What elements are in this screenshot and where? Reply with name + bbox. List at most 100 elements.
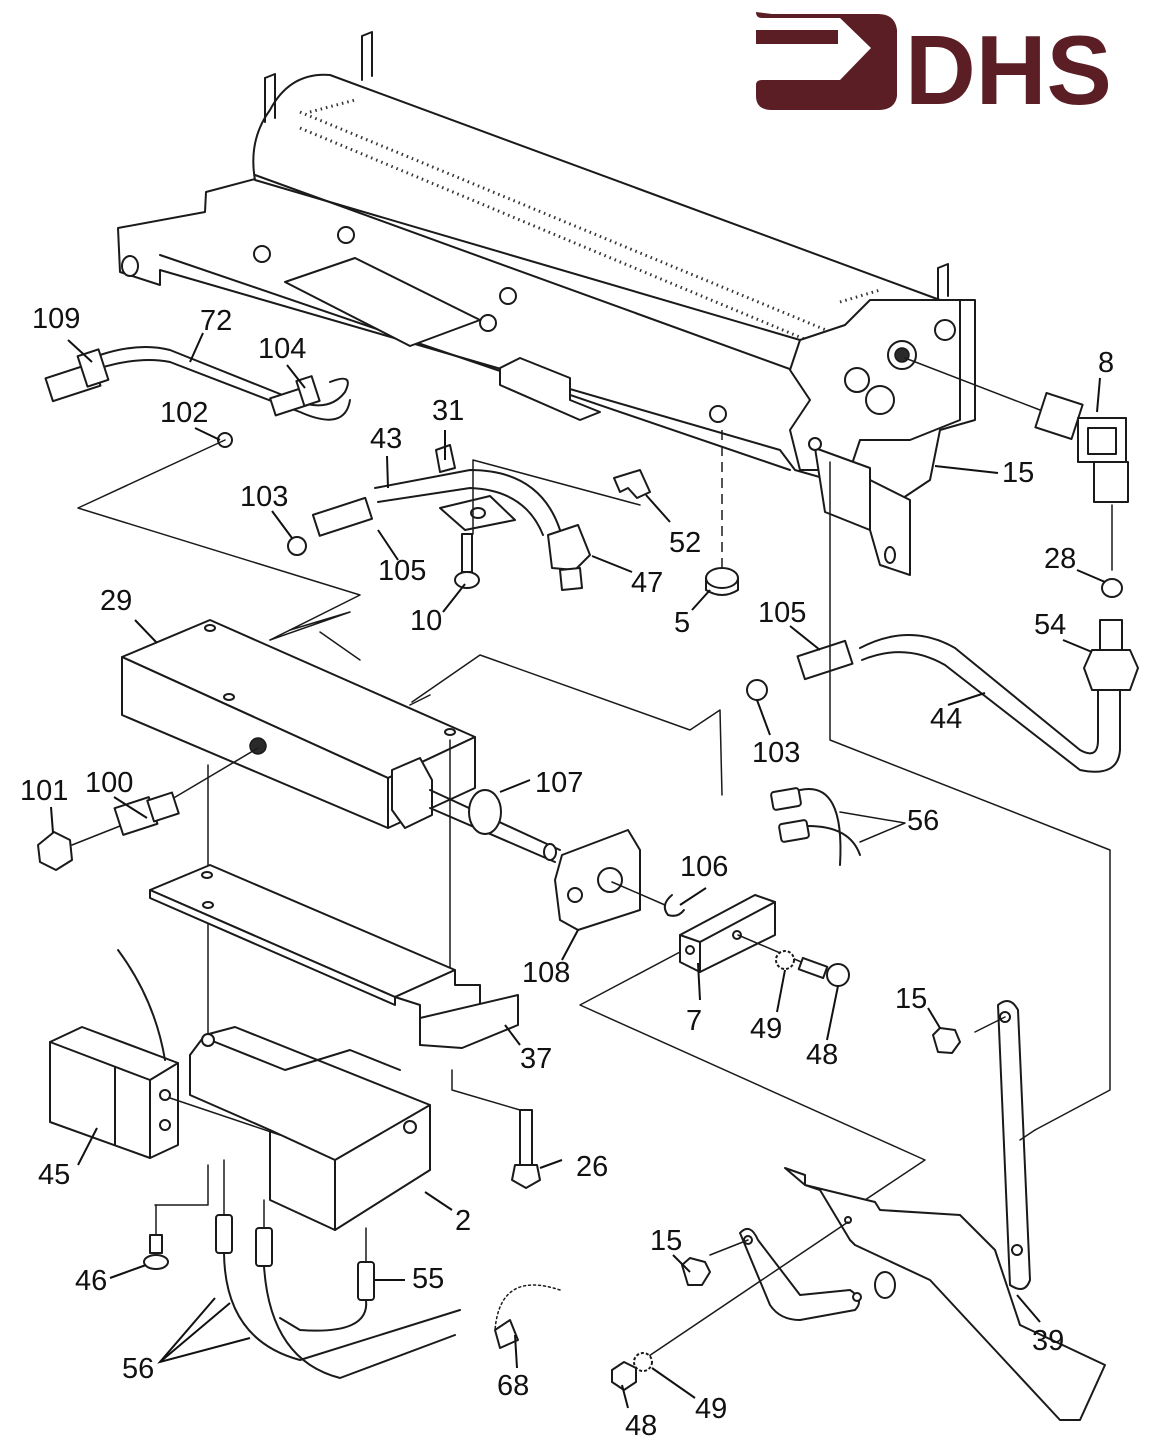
callout-49: 49	[750, 1013, 782, 1045]
pilot-tube	[99, 346, 349, 407]
callout-103: 103	[240, 481, 288, 513]
grommet-5-side	[705, 577, 739, 596]
module-mount-hole	[403, 1120, 417, 1134]
center-bracket	[499, 357, 601, 421]
burner-port-row-end	[309, 98, 356, 114]
callout-29: 29	[100, 585, 132, 617]
callout-48: 48	[625, 1410, 657, 1442]
bracket-top-face	[149, 864, 456, 998]
pilot-tube-43	[287, 444, 739, 596]
callout-103: 103	[752, 737, 800, 769]
wire-terminal	[215, 1214, 233, 1254]
block-7-edge	[679, 901, 776, 973]
screw-26-shank	[519, 1109, 533, 1166]
logo-arrow-mark	[756, 12, 897, 110]
module-housing-edges	[269, 1104, 431, 1231]
callout-55: 55	[412, 1263, 444, 1295]
ferrule-103	[746, 679, 768, 701]
burner-assembly	[117, 31, 976, 576]
callout-47: 47	[631, 567, 663, 599]
chain-pull-68	[494, 1319, 519, 1349]
end-plate-port	[934, 319, 956, 341]
cam-plate-bore	[597, 867, 623, 893]
assembly-line	[269, 611, 361, 661]
valve-stem-nut	[391, 757, 433, 829]
link-hole	[852, 1292, 862, 1302]
pilot-tube-72	[44, 346, 361, 641]
callout-labels: 109 72 104 102 31 43 103 105 10 47 52 5 …	[20, 303, 1114, 1442]
valve-manifold-29	[37, 611, 723, 1111]
callout-31: 31	[432, 395, 464, 427]
nut-47-stem	[559, 567, 583, 591]
callout-45: 45	[38, 1159, 70, 1191]
lockwasher-49	[633, 1352, 653, 1372]
burner-end-plate	[789, 299, 961, 471]
callout-108: 108	[522, 957, 570, 989]
gas-inlet-thread	[894, 347, 910, 363]
callout-68: 68	[497, 1370, 529, 1402]
callout-56: 56	[122, 1353, 154, 1385]
end-plate-port	[865, 385, 895, 415]
clip-52	[613, 469, 651, 499]
assembly-line	[169, 1097, 281, 1136]
gas-tube-44	[859, 634, 1099, 755]
battery-terminal	[159, 1119, 171, 1131]
callout-56: 56	[907, 805, 939, 837]
callout-52: 52	[669, 527, 701, 559]
assembly-line	[579, 934, 926, 1211]
assembly-line	[904, 357, 1041, 411]
assembly-line	[154, 1159, 367, 1263]
spring-107	[468, 789, 502, 835]
lockwasher-49	[775, 950, 795, 970]
callout-8: 8	[1098, 347, 1114, 379]
screw-10-shank	[461, 533, 473, 573]
rivet-nut	[709, 405, 727, 423]
clip-106	[663, 894, 685, 917]
battery-45-edges	[49, 1041, 179, 1159]
lever-assembly-39	[611, 1000, 1106, 1421]
callout-44: 44	[930, 703, 962, 735]
lever-plate-hole	[844, 1216, 852, 1224]
terminal-55	[357, 1261, 375, 1301]
logo-text: DHS	[905, 15, 1112, 125]
burner-port-row-end	[839, 288, 881, 304]
ferrule-103	[287, 536, 307, 556]
base-plate-edge	[159, 254, 791, 471]
burner-port-row	[299, 110, 851, 342]
screw-48-head	[826, 963, 850, 987]
callout-15: 15	[650, 1225, 682, 1257]
end-plate-port	[844, 367, 870, 393]
callout-39: 39	[1032, 1325, 1064, 1357]
nut-54	[1083, 649, 1139, 691]
screw-10-head	[454, 571, 480, 589]
lever-plate	[784, 1167, 1106, 1421]
link-arm	[739, 1227, 860, 1321]
bracket-37	[149, 864, 519, 1049]
callout-105: 105	[758, 597, 806, 629]
callout-102: 102	[160, 397, 208, 429]
manifold-hole	[204, 624, 216, 632]
assembly-line	[1019, 1129, 1036, 1141]
valve-control-parts	[554, 787, 926, 1211]
lever-arm	[997, 1000, 1031, 1290]
callout-26: 26	[576, 1151, 608, 1183]
locating-tab	[361, 31, 373, 81]
assembly-line	[639, 1016, 1006, 1363]
block-7-hole	[732, 930, 742, 940]
grommet-5	[705, 567, 739, 589]
callout-5: 5	[674, 607, 690, 639]
pilot-tube-edge	[99, 359, 351, 421]
callout-46: 46	[75, 1265, 107, 1297]
fitting-105-thread	[796, 639, 854, 681]
rivet-nut	[479, 314, 497, 332]
cam-plate-hole	[567, 887, 583, 903]
screw-101	[37, 831, 73, 871]
callout-2: 2	[455, 1205, 471, 1237]
battery-wire	[117, 949, 166, 1061]
callout-101: 101	[20, 775, 68, 807]
battery-terminal	[159, 1089, 171, 1101]
callout-106: 106	[680, 851, 728, 883]
screw-46-head	[143, 1254, 169, 1270]
callout-leaders	[50, 332, 1106, 1409]
